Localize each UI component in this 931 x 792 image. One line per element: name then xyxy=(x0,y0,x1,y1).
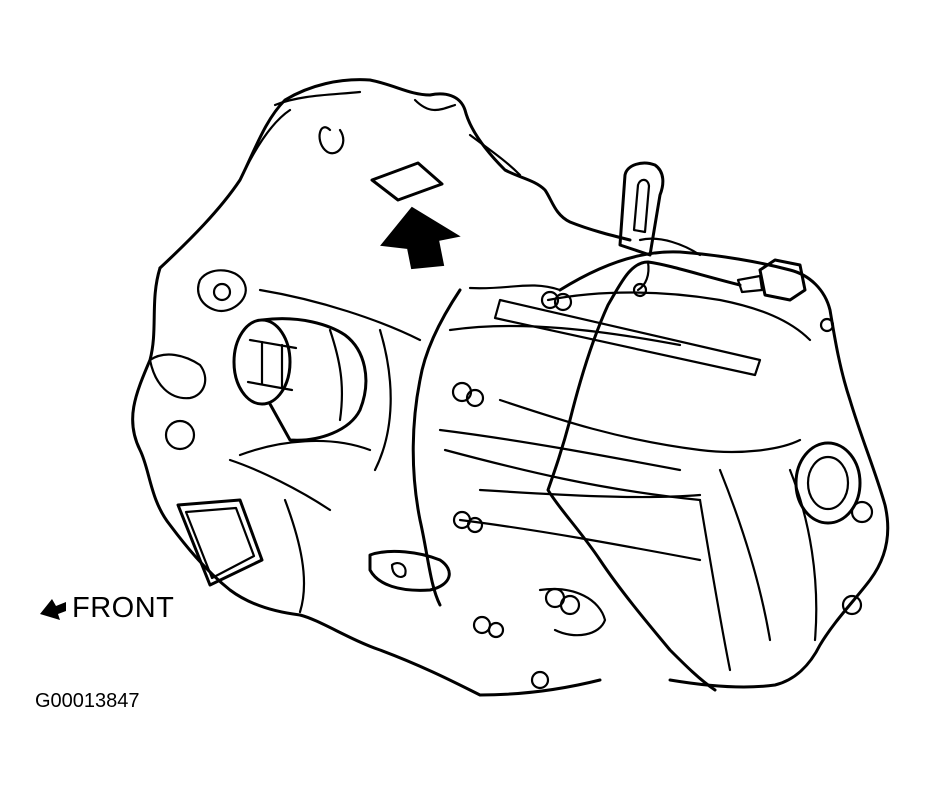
output-flange xyxy=(794,441,862,525)
bell-housing-outline xyxy=(131,266,602,697)
mounting-bracket xyxy=(618,161,665,257)
arrow-up-icon xyxy=(380,206,461,270)
harness-connector xyxy=(758,258,807,302)
case-seam xyxy=(411,288,462,607)
front-label: FRONT xyxy=(72,592,175,624)
wire-harness xyxy=(546,260,742,692)
transmission-case xyxy=(558,250,890,689)
arrow-up-left-icon xyxy=(40,598,66,620)
figure-id: G00013847 xyxy=(35,690,140,712)
mount-pad xyxy=(176,498,264,587)
front-indicator: FRONT xyxy=(38,592,174,625)
bolt xyxy=(540,290,560,310)
inspection-window xyxy=(370,161,444,202)
